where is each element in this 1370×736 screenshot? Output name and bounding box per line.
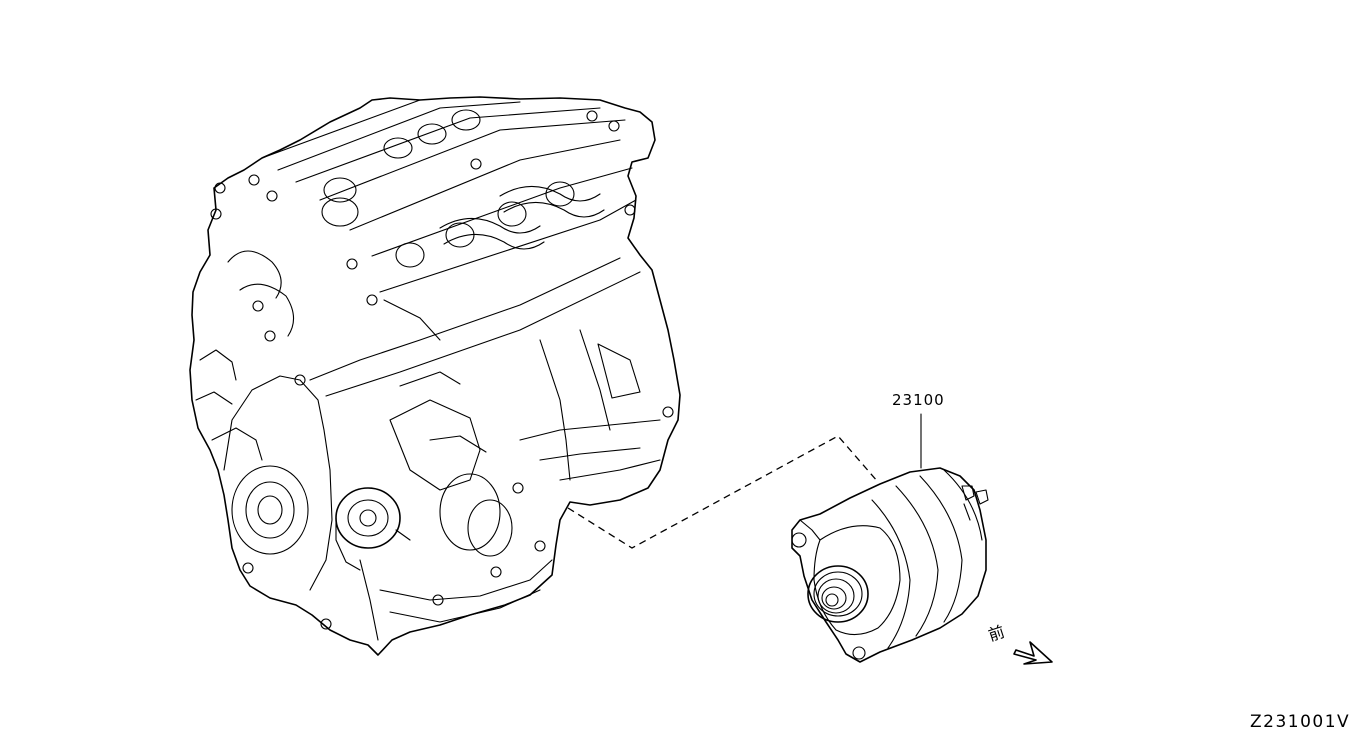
alternator-icon [791,467,989,663]
diagram-code: Z231001V [1250,712,1351,732]
engine-block-icon [189,96,681,656]
part-number-label: 23100 [892,391,945,409]
front-arrow-icon [1013,641,1053,665]
connection-leader [567,435,879,549]
